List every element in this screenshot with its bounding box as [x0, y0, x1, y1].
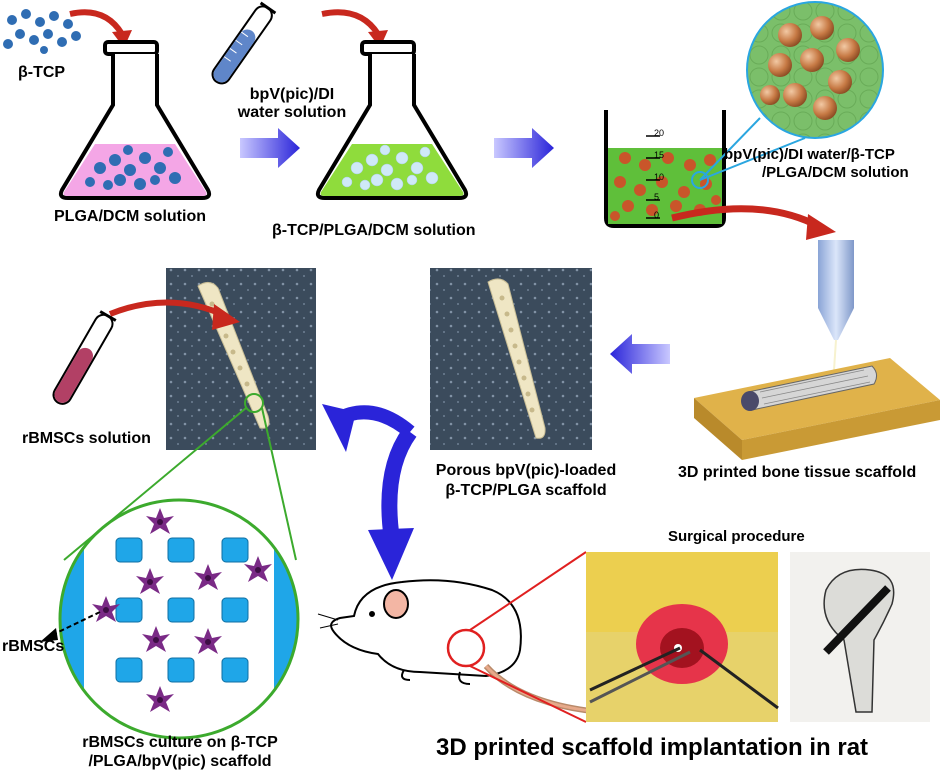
- test-tube-icon: [211, 1, 277, 85]
- flask-plga-dcm: [58, 40, 212, 200]
- surgical-photo: [586, 552, 779, 722]
- print-platform: [694, 358, 940, 460]
- flask-tcp-plga-dcm: [315, 40, 469, 200]
- label-culture-2: /PLGA/bpV(pic) scaffold: [88, 753, 272, 770]
- femur-sketch: [790, 552, 930, 722]
- label-mixed-solution-1: bpV(pic)/DI water/β-TCP: [724, 146, 895, 163]
- label-mixed-solution-2: /PLGA/DCM solution: [762, 164, 909, 181]
- beaker-mixed-solution: [604, 110, 726, 228]
- right-arrow-icon: [240, 128, 300, 168]
- label-beta-tcp: β-TCP: [18, 64, 66, 81]
- label-surgical-procedure: Surgical procedure: [668, 528, 805, 545]
- red-arrow-icon: [671, 205, 836, 240]
- curved-arrow-icon: [322, 404, 417, 580]
- dashed-arrow-icon: [40, 611, 101, 642]
- printer-nozzle: [818, 240, 854, 371]
- porous-scaffold-photo: [430, 268, 592, 450]
- label-culture-1: rBMSCs culture on β-TCP: [82, 734, 278, 751]
- label-plga-dcm: PLGA/DCM solution: [54, 208, 206, 225]
- particle-zoom-circle: [691, 1, 884, 189]
- right-arrow-icon: [494, 128, 554, 168]
- label-porous-scaffold-2: β-TCP/PLGA scaffold: [445, 482, 607, 499]
- red-arrow-icon: [108, 299, 240, 330]
- label-rbmscs: rBMSCs: [2, 638, 65, 655]
- cell-cluster: [92, 508, 272, 712]
- beaker-tick-10: 10: [654, 172, 665, 182]
- tcp-particles-cluster: [3, 9, 81, 54]
- red-arrow-icon: [321, 9, 388, 48]
- label-porous-scaffold-1: Porous bpV(pic)-loaded: [435, 462, 617, 479]
- label-tcp-plga-dcm: β-TCP/PLGA/DCM solution: [272, 222, 476, 239]
- beaker-tick-15: 15: [654, 150, 665, 160]
- red-arrow-icon: [69, 9, 132, 48]
- test-tube-icon: [52, 310, 117, 405]
- beaker-tick-5: 5: [654, 192, 660, 202]
- label-bpv-water-2: water solution: [237, 104, 347, 121]
- culture-zoom-circle: [60, 500, 298, 738]
- label-printed-scaffold: 3D printed bone tissue scaffold: [678, 464, 917, 481]
- label-implantation: 3D printed scaffold implantation in rat: [436, 734, 869, 761]
- seeded-scaffold-photo: [166, 268, 316, 450]
- label-rbmscs-solution: rBMSCs solution: [22, 430, 151, 447]
- beaker-tick-20: 20: [654, 128, 665, 138]
- label-bpv-water-1: bpV(pic)/DI: [249, 86, 335, 103]
- left-arrow-icon: [610, 334, 670, 374]
- beaker-tick-0: 0: [654, 210, 660, 220]
